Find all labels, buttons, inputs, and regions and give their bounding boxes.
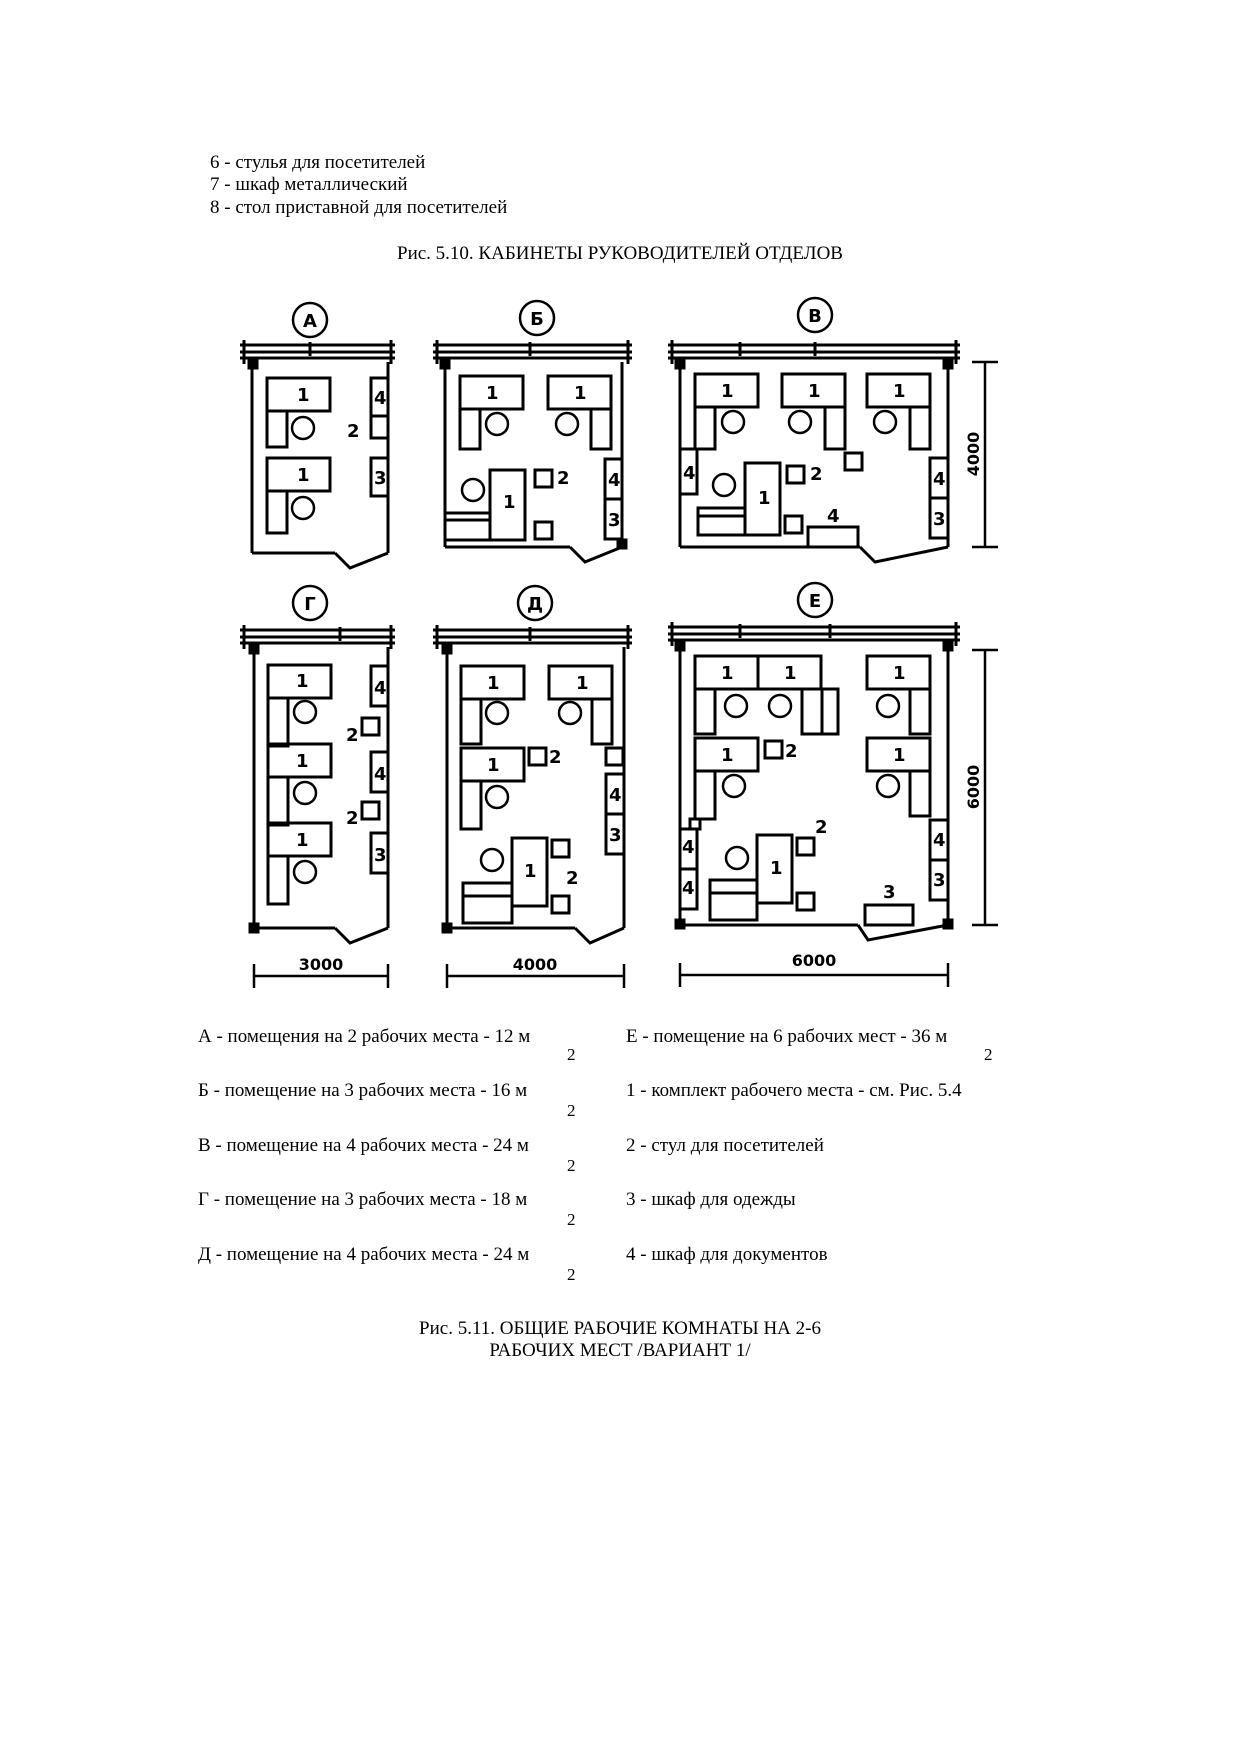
- dim-4000-horizontal: 4000: [513, 955, 558, 974]
- room-d-plan: [433, 584, 632, 988]
- room-v-letter: В: [808, 306, 822, 327]
- legend-item-3: 3 - шкаф для одежды: [626, 1189, 796, 1210]
- label-2: 2: [549, 747, 562, 768]
- dim-6000-vertical: 6000: [964, 765, 983, 810]
- legend-room-b: Б - помещение на 3 рабочих места - 16 м: [198, 1080, 528, 1101]
- label-2: 2: [347, 421, 360, 442]
- legend-room-d-sup: 2: [567, 1265, 576, 1284]
- label-1: 1: [893, 745, 906, 766]
- label-3: 3: [374, 845, 387, 866]
- label-1: 1: [576, 673, 589, 694]
- legend-room-g: Г - помещение на 3 рабочих места - 18 м: [198, 1189, 528, 1210]
- label-1: 1: [893, 663, 906, 684]
- legend-room-d: Д - помещение на 4 рабочих места - 24 м: [198, 1244, 530, 1265]
- label-2: 2: [810, 464, 823, 485]
- label-4: 4: [374, 764, 387, 785]
- label-1: 1: [486, 383, 499, 404]
- label-4: 4: [933, 830, 946, 851]
- label-1: 1: [503, 492, 516, 513]
- room-e-plan: [668, 581, 998, 987]
- label-1: 1: [721, 745, 734, 766]
- legend-room-a: А - помещения на 2 рабочих места - 12 м: [198, 1026, 531, 1047]
- label-3: 3: [933, 870, 946, 891]
- label-3: 3: [374, 468, 387, 489]
- room-e-letter: Е: [809, 591, 821, 612]
- room-a-plan: [240, 301, 395, 570]
- label-4: 4: [609, 785, 622, 806]
- room-d-letter: Д: [527, 594, 543, 615]
- legend-room-g-sup: 2: [567, 1210, 576, 1229]
- legend-item-1: 1 - комплект рабочего места - см. Рис. 5…: [626, 1080, 962, 1101]
- label-2: 2: [815, 817, 828, 838]
- label-1: 1: [296, 830, 309, 851]
- legend-item-8: 8 - стол приставной для посетителей: [210, 197, 508, 218]
- room-a-letter: А: [303, 311, 317, 332]
- floor-plans-figure: А Б В Г Д Е 1 1 2 4 3 1 1 1 2 4 3 1 1 1 …: [240, 296, 998, 988]
- label-1: 1: [297, 385, 310, 406]
- legend-item-2: 2 - стул для посетителей: [626, 1135, 824, 1156]
- label-1: 1: [721, 663, 734, 684]
- legend-room-e: Е - помещение на 6 рабочих мест - 36 м: [626, 1026, 948, 1047]
- label-1: 1: [296, 751, 309, 772]
- legend-room-v-sup: 2: [567, 1156, 576, 1175]
- room-g-letter: Г: [304, 594, 315, 615]
- label-4: 4: [933, 469, 946, 490]
- label-1: 1: [524, 861, 537, 882]
- legend-item-4: 4 - шкаф для документов: [626, 1244, 828, 1265]
- figure-5-11-caption-line1: Рис. 5.11. ОБЩИЕ РАБОЧИЕ КОМНАТЫ НА 2-6: [419, 1318, 821, 1339]
- label-4: 4: [374, 388, 387, 409]
- legend-item-7: 7 - шкаф металлический: [210, 174, 408, 195]
- room-b-plan: [433, 299, 632, 564]
- label-3: 3: [609, 825, 622, 846]
- label-4: 4: [827, 506, 840, 527]
- label-1: 1: [574, 383, 587, 404]
- label-2: 2: [346, 725, 359, 746]
- label-1: 1: [784, 663, 797, 684]
- label-4: 4: [683, 463, 696, 484]
- label-4: 4: [682, 878, 695, 899]
- label-1: 1: [808, 381, 821, 402]
- label-4: 4: [374, 678, 387, 699]
- dim-3000: 3000: [299, 955, 344, 974]
- room-v-plan: [668, 296, 998, 564]
- label-1: 1: [296, 671, 309, 692]
- room-b-letter: Б: [530, 309, 544, 330]
- dim-6000-horizontal: 6000: [792, 951, 837, 970]
- legend-item-6: 6 - стулья для посетителей: [210, 152, 426, 173]
- dim-4000-vertical: 4000: [964, 432, 983, 477]
- room-g-plan: [240, 584, 395, 988]
- legend-room-a-sup: 2: [567, 1045, 576, 1064]
- label-4: 4: [608, 470, 621, 491]
- figure-5-10-caption: Рис. 5.10. КАБИНЕТЫ РУКОВОДИТЕЛЕЙ ОТДЕЛО…: [397, 243, 843, 264]
- label-2: 2: [346, 808, 359, 829]
- label-2: 2: [785, 741, 798, 762]
- label-3: 3: [883, 882, 896, 903]
- label-1: 1: [893, 381, 906, 402]
- label-1: 1: [758, 488, 771, 509]
- label-1: 1: [297, 465, 310, 486]
- legend-room-e-sup: 2: [984, 1045, 993, 1064]
- label-2: 2: [557, 468, 570, 489]
- label-1: 1: [721, 381, 734, 402]
- figure-5-11-caption-line2: РАБОЧИХ МЕСТ /ВАРИАНТ 1/: [489, 1340, 751, 1361]
- label-3: 3: [933, 509, 946, 530]
- label-2: 2: [566, 868, 579, 889]
- label-1: 1: [487, 755, 500, 776]
- label-3: 3: [608, 510, 621, 531]
- legend-room-b-sup: 2: [567, 1101, 576, 1120]
- label-1: 1: [770, 858, 783, 879]
- label-1: 1: [487, 673, 500, 694]
- legend-room-v: В - помещение на 4 рабочих места - 24 м: [198, 1135, 529, 1156]
- label-4: 4: [682, 837, 695, 858]
